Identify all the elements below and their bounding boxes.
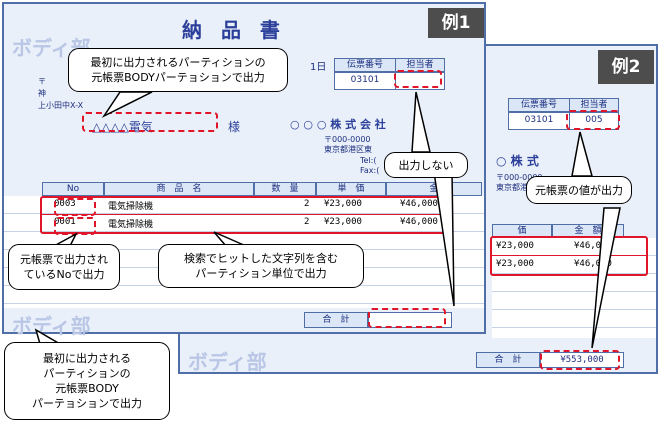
example1-row2-price: ¥23,000 (324, 217, 362, 227)
table-row (492, 292, 656, 310)
example2-row2-price: ¥23,000 (496, 259, 534, 269)
highlight-no-0001 (54, 217, 96, 235)
highlight-ex1-total (368, 308, 446, 328)
example1-header-no: No (42, 182, 104, 196)
example1-addr-left-2: 上小田中X-X (38, 101, 84, 110)
callout-partition: 検索でヒットした文字列を含む パーティション単位で出力 (158, 244, 364, 288)
example2-table-body: ¥23,000 ¥46,000 ¥23,000 ¥46,000 (492, 238, 656, 338)
example1-table-header: No 商 品 名 数 量 単 価 金 (42, 182, 482, 196)
example1-row1-name: 電気掃除機 (108, 202, 154, 212)
example1-row2-name: 電気掃除機 (108, 220, 154, 230)
table-row (4, 286, 484, 304)
callout-no-output: 出力しない (384, 152, 468, 178)
example1-tag: 例1 (428, 8, 484, 38)
example1-row2-no: 0001 (54, 217, 76, 227)
callout-left-no: 元帳票で出力され ているNoで出力 (8, 244, 120, 290)
example1-slip-no-value: 03101 (334, 72, 396, 90)
example1-row2-amount: ¥46,000 (400, 217, 438, 227)
example1-date-fragment: 1日 (310, 62, 327, 73)
example2-addr: 東京都港区 (496, 183, 536, 192)
highlight-ex2-person-value (566, 110, 620, 130)
highlight-ex1-person-value (394, 70, 442, 88)
example1-row1-amount: ¥46,000 (400, 199, 438, 209)
example2-tag: 例2 (598, 50, 654, 84)
example1-company: ○ ○ ○ 株 式 会 社 (290, 118, 386, 131)
example1-company-fax: Fax:( (360, 166, 380, 175)
example1-company-tel: Tel:( (360, 156, 377, 165)
example2-postal: 〒000-0000 (496, 173, 543, 182)
example1-footer-ghost: ボディ部 (12, 314, 91, 338)
highlight-customer (82, 112, 218, 132)
example1-title: 納 品 書 (182, 18, 286, 42)
example1-slip-no-label: 伝票番号 (334, 58, 396, 72)
callout-bottom: 最初に出力される パーティションの 元帳票BODY パーテョションで出力 (4, 342, 170, 420)
example2-total-label: 合 計 (476, 352, 540, 368)
callout-top: 最初に出力されるパーティションの 元帳票BODYパーテョションで出力 (68, 48, 288, 92)
example1-row1-qty: 2 (304, 199, 310, 209)
highlight-ex1-row-split (40, 214, 448, 216)
table-row: 0003 電気掃除機 2 ¥23,000 ¥46,000 (4, 196, 484, 214)
example2-footer-ghost: ボディ部 (188, 350, 267, 374)
example2-slip-no-label: 伝票番号 (508, 98, 570, 112)
callout-value-output: 元帳票の値が出力 (526, 176, 632, 204)
highlight-no-0003 (54, 198, 96, 216)
example2-row1-price: ¥23,000 (496, 241, 534, 251)
table-row (492, 310, 656, 328)
example1-addr-left-1: 神 (38, 89, 46, 98)
example1-row1-no: 0003 (54, 199, 76, 209)
example2-total-value: ¥553,000 (540, 352, 624, 368)
example1-header-price: 単 価 (316, 182, 386, 196)
example1-honorific: 様 (228, 120, 241, 134)
highlight-ex2-total (540, 350, 620, 370)
example1-postal-left: 〒 (38, 77, 46, 86)
example1-header-qty: 数 量 (254, 182, 316, 196)
example2-company: ○ 株 式 (496, 154, 539, 168)
example1-row1-price: ¥23,000 (324, 199, 362, 209)
highlight-ex2-row-split (490, 255, 648, 257)
example2-slip-no-value: 03101 (508, 112, 570, 130)
example1-company-addr: 東京都港区東 (324, 145, 372, 154)
table-row (492, 274, 656, 292)
example1-header-name: 商 品 名 (104, 182, 254, 196)
example1-header-amount: 金 (386, 182, 482, 196)
example1-company-postal: 〒000-0000 (324, 135, 371, 144)
example1-row2-qty: 2 (304, 217, 310, 227)
example1-total-label: 合 計 (304, 312, 368, 328)
